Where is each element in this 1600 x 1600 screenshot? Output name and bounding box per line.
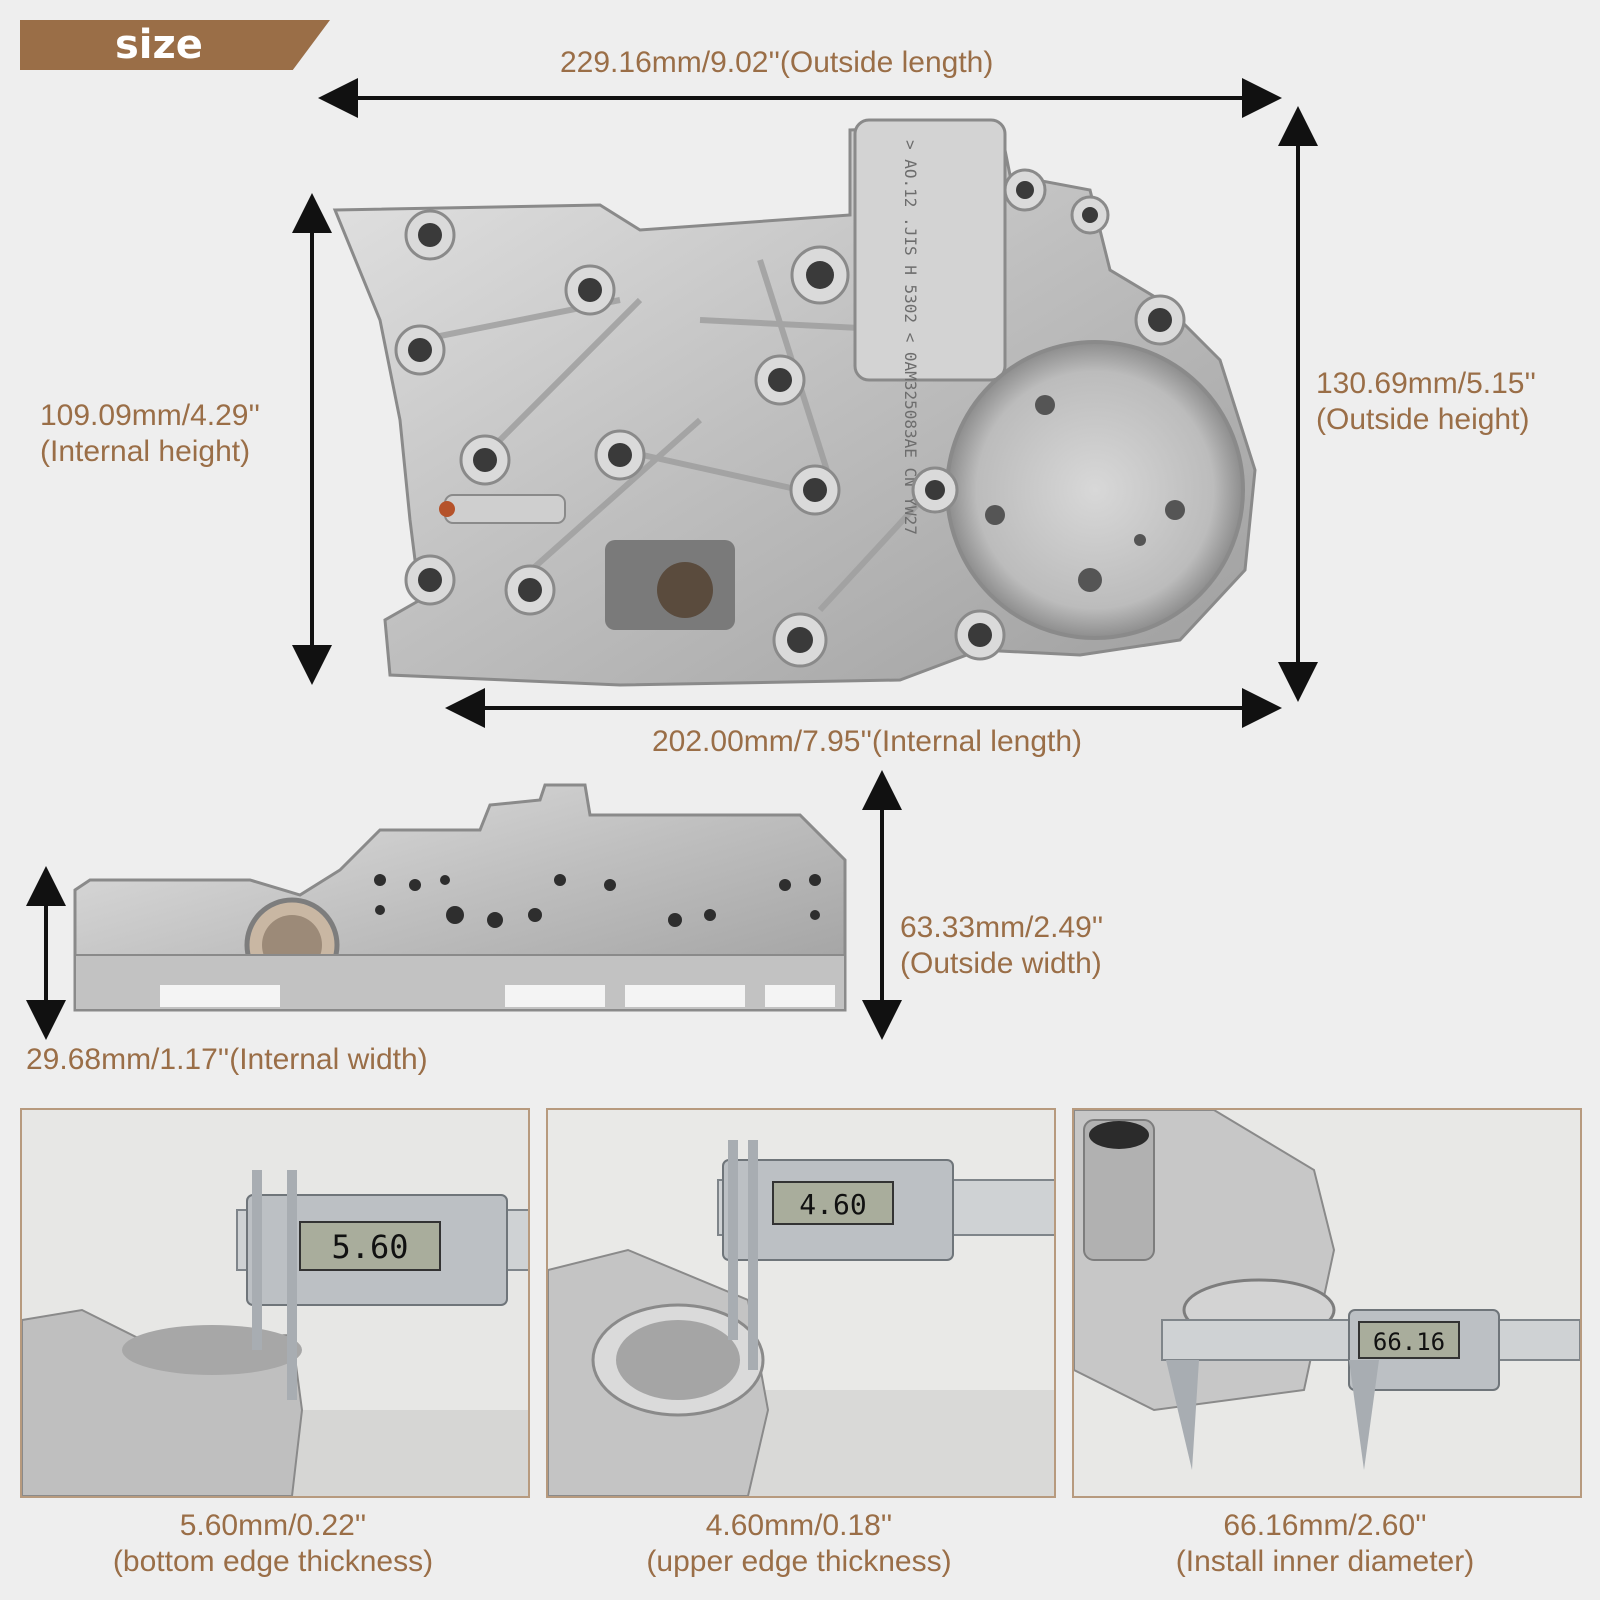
photo-3-description: (Install inner diameter) xyxy=(1175,1545,1475,1578)
photo-inner-diameter: 66.16 xyxy=(1072,1108,1582,1498)
photo-3-caption: 66.16mm/2.60'' (Install inner diameter) xyxy=(1072,1508,1578,1580)
size-badge: size xyxy=(20,20,330,70)
caliper-reading: 5.60 xyxy=(331,1228,408,1266)
internal-length-label: 202.00mm/7.95''(Internal length) xyxy=(652,725,1083,758)
internal-height-caption: (Internal height) xyxy=(40,435,251,468)
photo-bottom-edge: 5.60 xyxy=(20,1108,530,1498)
outside-width-caption: (Outside width) xyxy=(900,947,1102,980)
internal-height-value: 109.09mm/4.29'' xyxy=(40,399,260,432)
caliper-reading: 66.16 xyxy=(1373,1328,1445,1356)
photo-1-caption: 5.60mm/0.22'' (bottom edge thickness) xyxy=(20,1508,526,1580)
outside-length-label: 229.16mm/9.02''(Outside length) xyxy=(560,46,994,79)
valve-body-top-view: > AO.12 .JIS H 5302 < 0AM325083AE CN YW2… xyxy=(332,118,1257,687)
photo-upper-edge: 4.60 xyxy=(546,1108,1056,1498)
caliper-reading: 4.60 xyxy=(799,1188,866,1221)
outside-height-value: 130.69mm/5.15'' xyxy=(1316,367,1536,400)
internal-width-label: 29.68mm/1.17''(Internal width) xyxy=(26,1043,428,1076)
photo-2-caption: 4.60mm/0.18'' (upper edge thickness) xyxy=(546,1508,1052,1580)
valve-body-side-view xyxy=(73,783,847,1012)
part-marking: > AO.12 .JIS H 5302 < 0AM325083AE CN YW2… xyxy=(901,140,920,535)
size-badge-label: size xyxy=(115,22,203,68)
outside-width-value: 63.33mm/2.49'' xyxy=(900,911,1104,944)
outside-height-caption: (Outside height) xyxy=(1316,403,1530,436)
photo-1-value: 5.60mm/0.22'' xyxy=(179,1509,367,1542)
photo-1-description: (bottom edge thickness) xyxy=(112,1545,434,1578)
dimension-diagram: > AO.12 .JIS H 5302 < 0AM325083AE CN YW2… xyxy=(26,78,1318,1040)
bore-circle xyxy=(945,340,1245,640)
photo-2-value: 4.60mm/0.18'' xyxy=(705,1509,893,1542)
photo-2-description: (upper edge thickness) xyxy=(646,1545,952,1578)
photo-3-value: 66.16mm/2.60'' xyxy=(1223,1509,1427,1542)
